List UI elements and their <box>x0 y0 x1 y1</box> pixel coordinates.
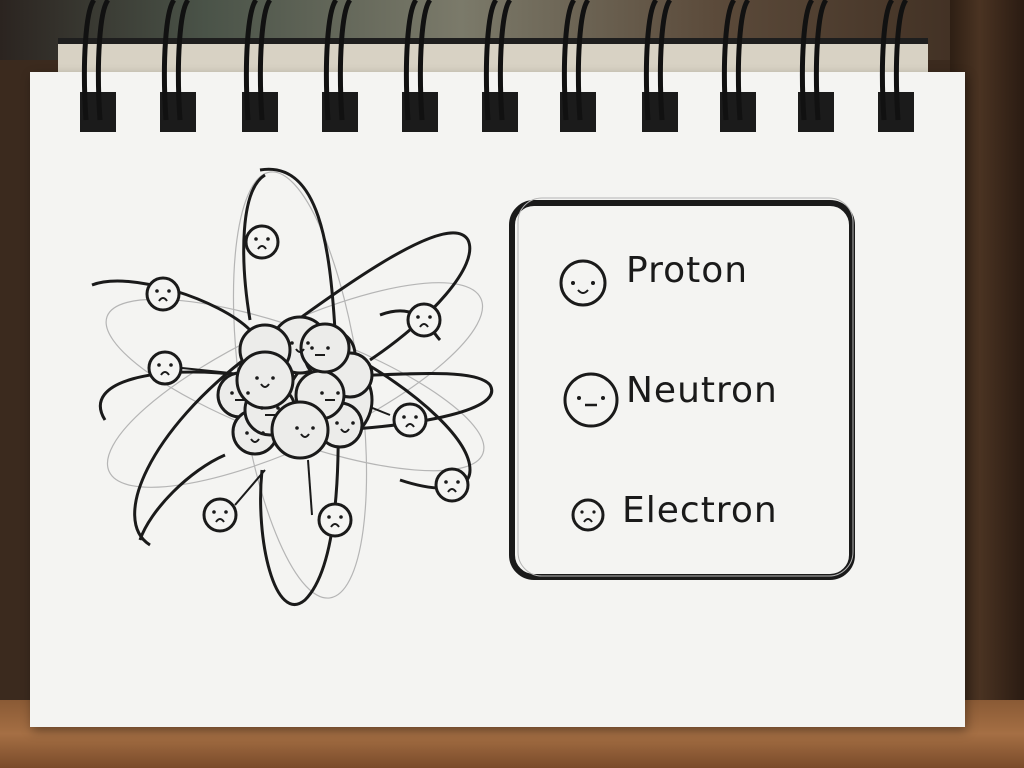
nucleus-faces <box>230 341 355 443</box>
electron <box>202 497 238 533</box>
binding-ring <box>242 0 278 132</box>
neutron-face <box>230 391 250 401</box>
neutron-face <box>260 406 280 416</box>
ink-orbits <box>91 167 494 606</box>
legend-label-proton: Proton <box>626 250 749 291</box>
proton-icon <box>559 259 607 307</box>
neutron-icon <box>563 372 619 428</box>
neutron-face <box>320 391 340 401</box>
proton-face <box>290 341 310 353</box>
legend-label-electron: Electron <box>622 490 778 531</box>
legend-label-neutron: Neutron <box>626 370 778 411</box>
binding-ring <box>80 0 116 132</box>
binding-ring <box>560 0 596 132</box>
neutron-face <box>310 346 330 356</box>
proton-face <box>295 426 315 438</box>
electron <box>147 350 183 386</box>
electron <box>317 502 353 538</box>
electron <box>392 402 428 438</box>
binding-ring <box>878 0 914 132</box>
spiral-binding <box>80 0 914 132</box>
binding-ring <box>720 0 756 132</box>
electron <box>244 224 280 260</box>
binding-ring <box>642 0 678 132</box>
proton-face <box>245 431 265 443</box>
binding-ring <box>322 0 358 132</box>
nucleus <box>216 315 374 460</box>
electron <box>434 467 470 503</box>
binding-ring <box>482 0 518 132</box>
proton-face <box>255 376 275 388</box>
binding-ring <box>798 0 834 132</box>
electrons <box>145 224 470 538</box>
proton-face <box>335 421 355 433</box>
electron-icon <box>571 498 605 532</box>
electron <box>406 302 442 338</box>
legend-box <box>509 200 855 580</box>
binding-ring <box>402 0 438 132</box>
electron <box>145 276 181 312</box>
legend-box-pencil <box>517 197 854 577</box>
notebook-page <box>30 72 965 727</box>
binding-ring <box>160 0 196 132</box>
